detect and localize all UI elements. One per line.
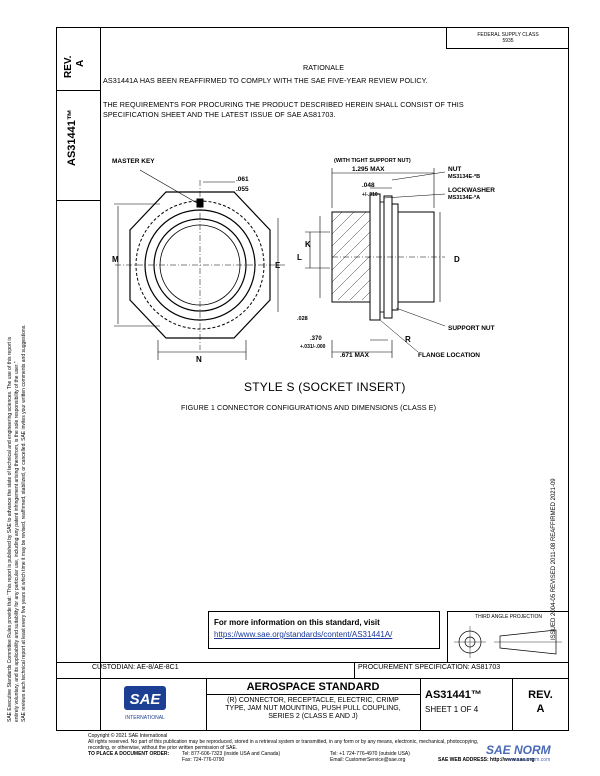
drawing-frame (56, 27, 569, 731)
label-dim-d: D (454, 255, 460, 264)
projection-box: THIRD ANGLE PROJECTION (447, 611, 569, 662)
footer-fax: Fax: 724-776-0790 (182, 757, 225, 763)
rationale-text: AS31441A HAS BEEN REAFFIRMED TO COMPLY W… (103, 76, 428, 85)
label-dim-l: L (297, 253, 302, 262)
footer-email: Email: CustomerService@sae.org (330, 757, 406, 763)
label-dim-n: N (196, 355, 202, 364)
info-text: For more information on this standard, v… (214, 618, 380, 627)
heading-underline (206, 694, 420, 695)
stamp-line-2: 5935 (502, 38, 514, 44)
title-block-div-1 (206, 678, 207, 731)
procurement-spec: PROCUREMENT SPECIFICATION: AS81703 (358, 664, 501, 671)
style-title: STYLE S (SOCKET INSERT) (244, 380, 406, 394)
rev-box-divider (56, 90, 100, 91)
label-dim-r: R (405, 335, 411, 344)
label-dim-671: .671 MAX (340, 352, 370, 359)
info-box: For more information on this standard, v… (208, 611, 440, 649)
projection-symbol (454, 626, 562, 658)
sae-logo: SAE INTERNATIONAL (124, 686, 166, 721)
label-dim-m: M (112, 255, 119, 264)
doc-number-box-divider (56, 200, 100, 201)
label-dim-e: E (275, 261, 281, 270)
drawing-labels: MASTER KEY .061 .055 M E N (WITH TIGHT S… (112, 158, 495, 364)
title-desc-3: SERIES 2 (CLASS E AND J) (268, 713, 358, 720)
left-disclaimer-line-2: entirely voluntary, and its applicabilit… (14, 361, 20, 722)
left-disclaimer-line-1: SAE Executive Standards Committee Rules … (7, 337, 13, 722)
stamp-line-1: FEDERAL SUPPLY CLASS (477, 32, 539, 38)
rationale-heading: RATIONALE (303, 63, 345, 72)
doc-number: AS31441™ (425, 689, 482, 701)
label-dim-055: .055 (236, 186, 249, 193)
label-master-key: MASTER KEY (112, 158, 155, 165)
svg-text:SAE: SAE (130, 691, 162, 708)
footer-rights-2: recording, or otherwise, without the pri… (88, 745, 238, 751)
custodian-row-top (56, 662, 569, 663)
side-view (305, 168, 446, 358)
label-nut: NUT (448, 166, 461, 173)
label-tight-support-nut: (WITH TIGHT SUPPORT NUT) (334, 158, 411, 164)
label-dim-370-tol: +.031/-.000 (300, 344, 326, 350)
watermark: SAE NORM (486, 743, 551, 757)
left-disclaimer-line-3: SAE reviews each technical report at lea… (21, 324, 27, 722)
label-dim-061: .061 (236, 176, 249, 183)
label-dim-370: .370 (310, 336, 322, 342)
label-lockwasher-part: MS3134E-*A (448, 195, 480, 201)
custodian-divider (354, 662, 355, 678)
title-rev-label: REV. (528, 689, 553, 701)
standard-heading: AEROSPACE STANDARD (246, 681, 380, 693)
label-support-nut: SUPPORT NUT (448, 325, 495, 332)
hex-nut-outline (129, 191, 271, 339)
footer-tel-2: Tel: +1 724-776-4970 (outside USA) (330, 751, 410, 757)
figure-caption: FIGURE 1 CONNECTOR CONFIGURATIONS AND DI… (181, 403, 437, 412)
title-block-div-2 (420, 678, 421, 731)
title-block-div-3 (512, 678, 513, 731)
label-dim-048: .048 (362, 182, 375, 189)
footer-rights-1: All rights reserved. No part of this pub… (88, 739, 479, 745)
projection-label: THIRD ANGLE PROJECTION (475, 614, 542, 620)
custodian: CUSTODIAN: AE-8/AE-8C1 (92, 664, 179, 671)
label-dim-1295: 1.295 MAX (352, 166, 385, 173)
title-desc-1: (R) CONNECTOR, RECEPTACLE, ELECTRIC, CRI… (227, 697, 399, 704)
rev-value-vertical: A (75, 59, 86, 67)
footer-tel-1: Tel: 877-606-7323 (inside USA and Canada… (182, 751, 281, 757)
watermark-sub: www.saenorm.com (508, 757, 551, 763)
label-dim-048-tol: +/-.010 (362, 192, 378, 198)
footer-copyright: Copyright © 2021 SAE International (88, 733, 168, 739)
label-dim-028: .028 (297, 316, 308, 322)
label-flange-location: FLANGE LOCATION (418, 352, 480, 359)
rev-label-vertical: REV. (63, 55, 74, 78)
footer-web[interactable]: SAE WEB ADDRESS: http://www.sae.org (438, 757, 535, 763)
label-dim-k: K (305, 240, 311, 249)
info-link[interactable]: https://www.sae.org/standards/content/AS… (214, 630, 393, 639)
title-rev-value: A (536, 703, 545, 715)
svg-text:INTERNATIONAL: INTERNATIONAL (125, 715, 165, 721)
title-block-top (56, 678, 569, 679)
footer-order-label: TO PLACE A DOCUMENT ORDER: (88, 751, 170, 757)
header-stamp: FEDERAL SUPPLY CLASS 5935 (446, 27, 569, 49)
front-view (114, 169, 285, 360)
sheet-number: SHEET 1 OF 4 (425, 705, 479, 714)
requirements-line-2: SPECIFICATION SHEET AND THE LATEST ISSUE… (103, 110, 336, 119)
label-nut-part: MS3134E-*B (448, 174, 480, 180)
label-lockwasher: LOCKWASHER (448, 187, 495, 194)
connector-drawing: MASTER KEY .061 .055 M E N (WITH TIGHT S… (112, 158, 495, 364)
requirements-line-1: THE REQUIREMENTS FOR PROCURING THE PRODU… (103, 100, 464, 109)
left-column-divider (100, 27, 101, 731)
doc-number-vertical: AS31441™ (66, 109, 78, 166)
title-desc-2: TYPE, JAM NUT MOUNTING, PUSH PULL COUPLI… (225, 705, 401, 712)
insert-hatch (331, 211, 371, 301)
